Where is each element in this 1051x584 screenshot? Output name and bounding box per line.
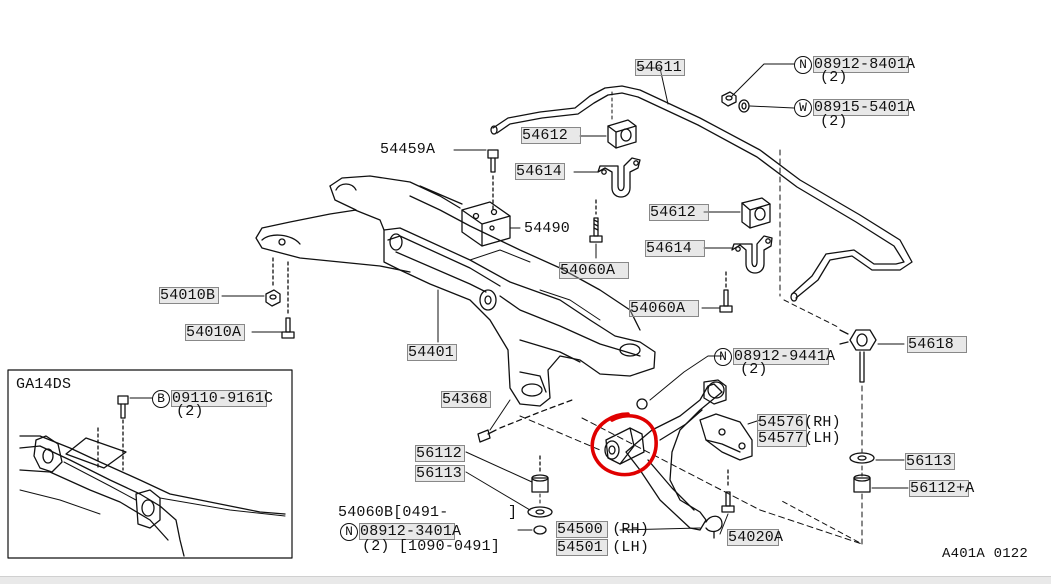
label-54459a: 54459A [380, 141, 436, 158]
bracket-lower [731, 235, 773, 274]
label-box [415, 465, 465, 482]
label-54368: 54368 [442, 391, 489, 408]
inset-title: GA14DS [16, 376, 72, 393]
label-box [813, 56, 909, 73]
label-box [441, 391, 491, 408]
label-08912-8401a-qty: (2) [820, 69, 848, 86]
label-54490: 54490 [524, 220, 571, 237]
bushing-56112 [531, 455, 549, 493]
stabilizer-link [839, 329, 877, 383]
prefix-b-icon: B [152, 390, 170, 408]
label-54010b: 54010B [160, 287, 216, 304]
washer-56113 [527, 506, 553, 535]
highlighted-bushing [604, 427, 645, 465]
label-54611: 54611 [636, 59, 683, 76]
label-54500-rh: 54500 (RH) [557, 521, 650, 538]
label-box [649, 204, 709, 221]
label-54576-rh: 54576(RH) [758, 414, 841, 431]
bushing-lower [741, 197, 771, 229]
label-box [407, 344, 457, 361]
diagram-code: A401A 0122 [942, 546, 1029, 562]
label-box [521, 127, 581, 144]
prefix-n-icon: N [794, 56, 812, 74]
label-box [757, 430, 807, 447]
highlight-circle [590, 412, 658, 477]
label-54612-upper: 54612 [522, 127, 569, 144]
label-box [907, 336, 967, 353]
label-box [556, 539, 608, 556]
label-54060b-close: ] [508, 504, 518, 521]
label-56113-right: 56113 [906, 453, 953, 470]
washer-56113-right [849, 452, 875, 464]
label-08912-3401a: 08912-3401A [360, 523, 462, 540]
label-box [359, 523, 455, 540]
label-box [559, 262, 629, 279]
label-08912-9441a-qty: (2) [740, 361, 768, 378]
label-54577-lh: 54577(LH) [758, 430, 841, 447]
label-54020a: 54020A [728, 529, 784, 546]
bolt-54459a [487, 149, 499, 213]
label-08912-9441a: 08912-9441A [734, 348, 836, 365]
label-54401: 54401 [408, 344, 455, 361]
label-box [159, 287, 219, 304]
bolt-54368 [477, 399, 573, 443]
label-54060b: 54060B[0491- [338, 504, 449, 521]
label-08915-5401a-qty: (2) [820, 113, 848, 130]
label-08912-3401a-range: (2) [1090-0491] [362, 538, 501, 555]
label-08912-8401a: 08912-8401A [814, 56, 916, 73]
bolt-54010a [281, 261, 295, 339]
label-box [727, 529, 779, 546]
label-box [635, 59, 685, 76]
label-box [185, 324, 245, 341]
label-56113: 56113 [416, 465, 463, 482]
label-box [556, 521, 608, 538]
label-box [415, 445, 465, 462]
link-bracket [699, 413, 753, 461]
bracket-upper [597, 157, 641, 198]
prefix-n-icon: N [340, 523, 358, 541]
bottom-scrollbar-track[interactable] [0, 576, 1051, 584]
label-54060a-lower: 54060A [630, 300, 686, 317]
bolt-upper [589, 199, 603, 243]
stabilizer-bar [490, 85, 913, 302]
label-56112: 56112 [416, 445, 463, 462]
label-54614-lower: 54614 [646, 240, 693, 257]
nut-54010b [265, 257, 281, 307]
label-box [733, 348, 829, 365]
label-54612-lower: 54612 [650, 204, 697, 221]
label-08915-5401a: 08915-5401A [814, 99, 916, 116]
label-box [909, 480, 969, 497]
label-box [629, 300, 699, 317]
bolt-54020a [721, 469, 735, 513]
label-54501-lh: 54501 (LH) [557, 539, 650, 556]
label-54618: 54618 [908, 336, 955, 353]
prefix-n-icon: N [714, 348, 732, 366]
label-54010a: 54010A [186, 324, 242, 341]
bushing-upper [607, 119, 637, 149]
label-54614-upper: 54614 [516, 163, 563, 180]
label-box [905, 453, 955, 470]
label-54060a-upper: 54060A [560, 262, 616, 279]
inset-panel [7, 369, 293, 559]
crossmember [255, 175, 656, 407]
nut-upper-right [721, 91, 750, 113]
label-09110-9161c: 09110-9161C [172, 390, 274, 407]
transverse-link [625, 379, 727, 539]
label-box [813, 99, 909, 116]
label-box [171, 390, 267, 407]
mount-bracket-54490 [461, 201, 511, 247]
bolt-lower [719, 271, 733, 313]
label-box [645, 240, 705, 257]
label-56112a: 56112+A [910, 480, 975, 497]
bushing-56112a [853, 474, 871, 493]
prefix-w-icon: W [794, 99, 812, 117]
leader-lines [221, 63, 909, 545]
label-box [515, 163, 565, 180]
label-09110-9161c-qty: (2) [176, 403, 204, 420]
